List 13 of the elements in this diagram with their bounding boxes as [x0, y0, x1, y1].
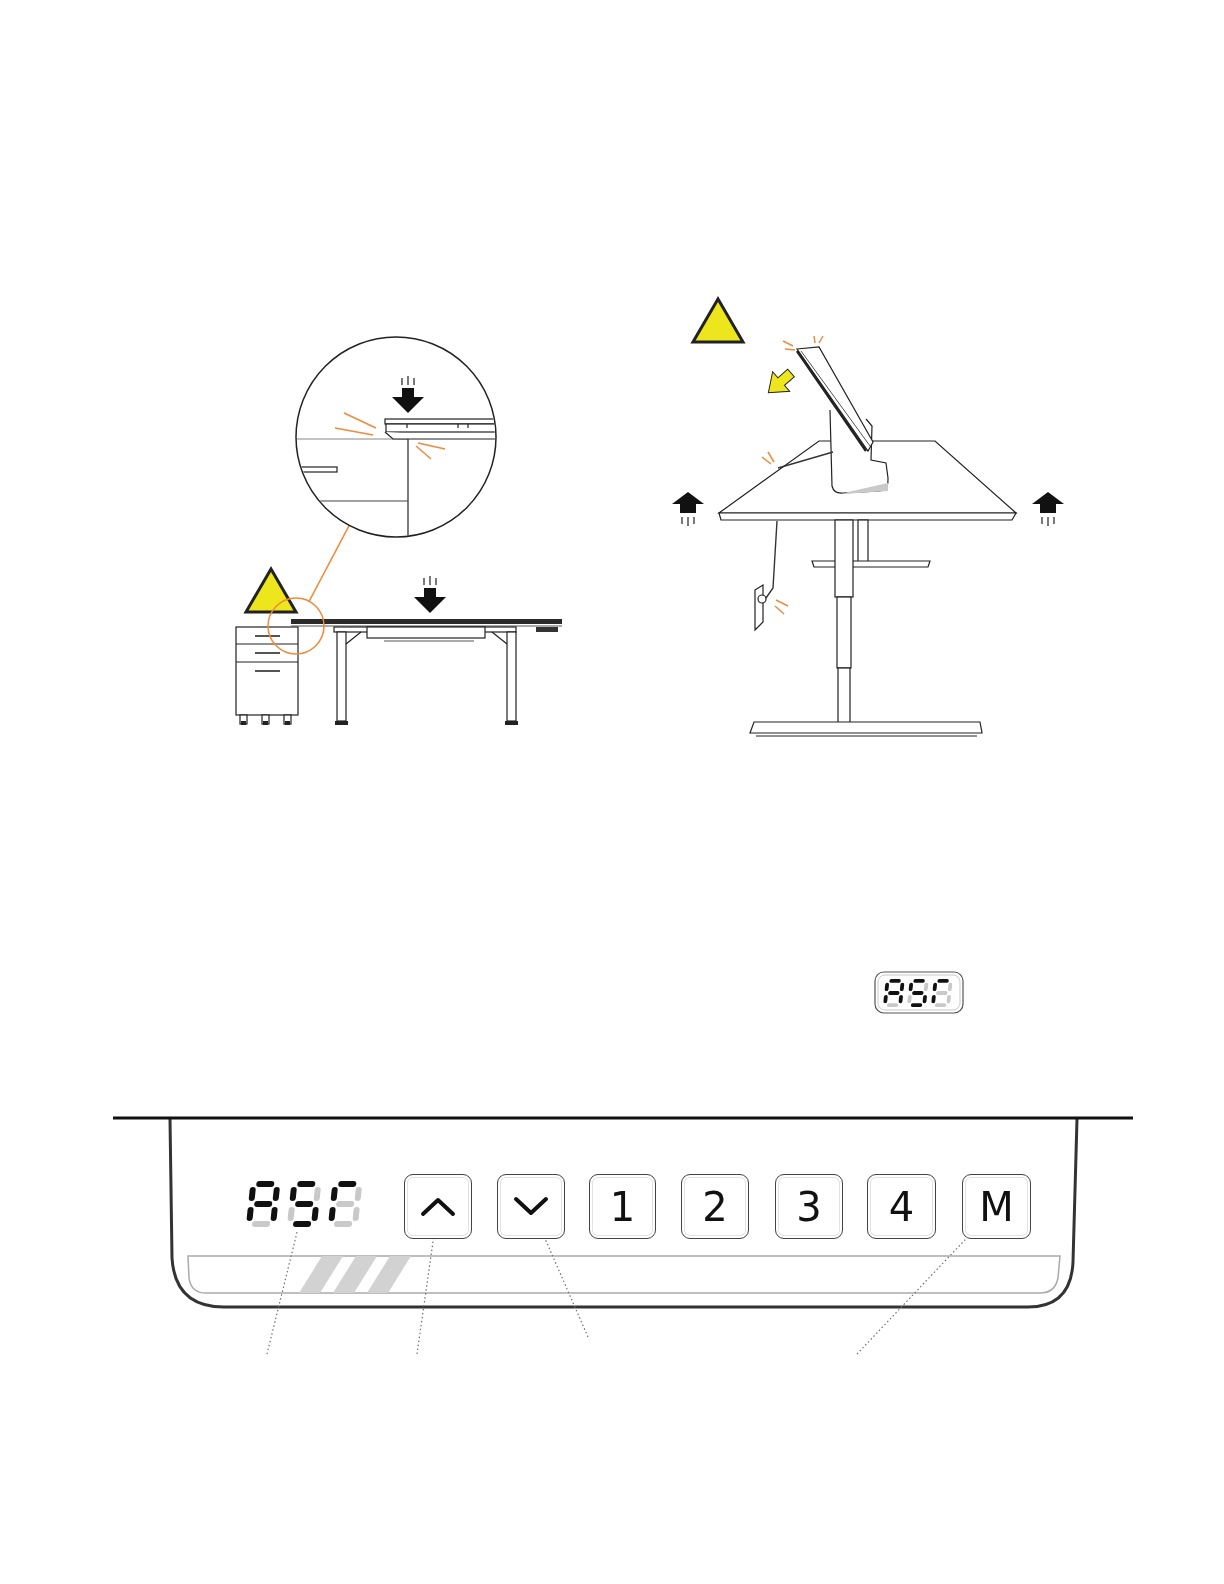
preset-button: 1 — [589, 1174, 656, 1239]
up-button — [404, 1174, 472, 1239]
leader-line — [544, 1238, 589, 1338]
leader-line — [266, 1230, 298, 1355]
preset-button: 3 — [775, 1174, 843, 1239]
memory-button: M — [962, 1174, 1031, 1239]
leader-line — [308, 524, 350, 603]
preset-button: 2 — [681, 1174, 749, 1239]
magnified-view-circle — [294, 335, 498, 539]
preset-button: 4 — [867, 1174, 936, 1239]
highlight-circle — [266, 596, 326, 656]
down-button — [497, 1174, 565, 1239]
leader-line — [856, 1238, 967, 1355]
